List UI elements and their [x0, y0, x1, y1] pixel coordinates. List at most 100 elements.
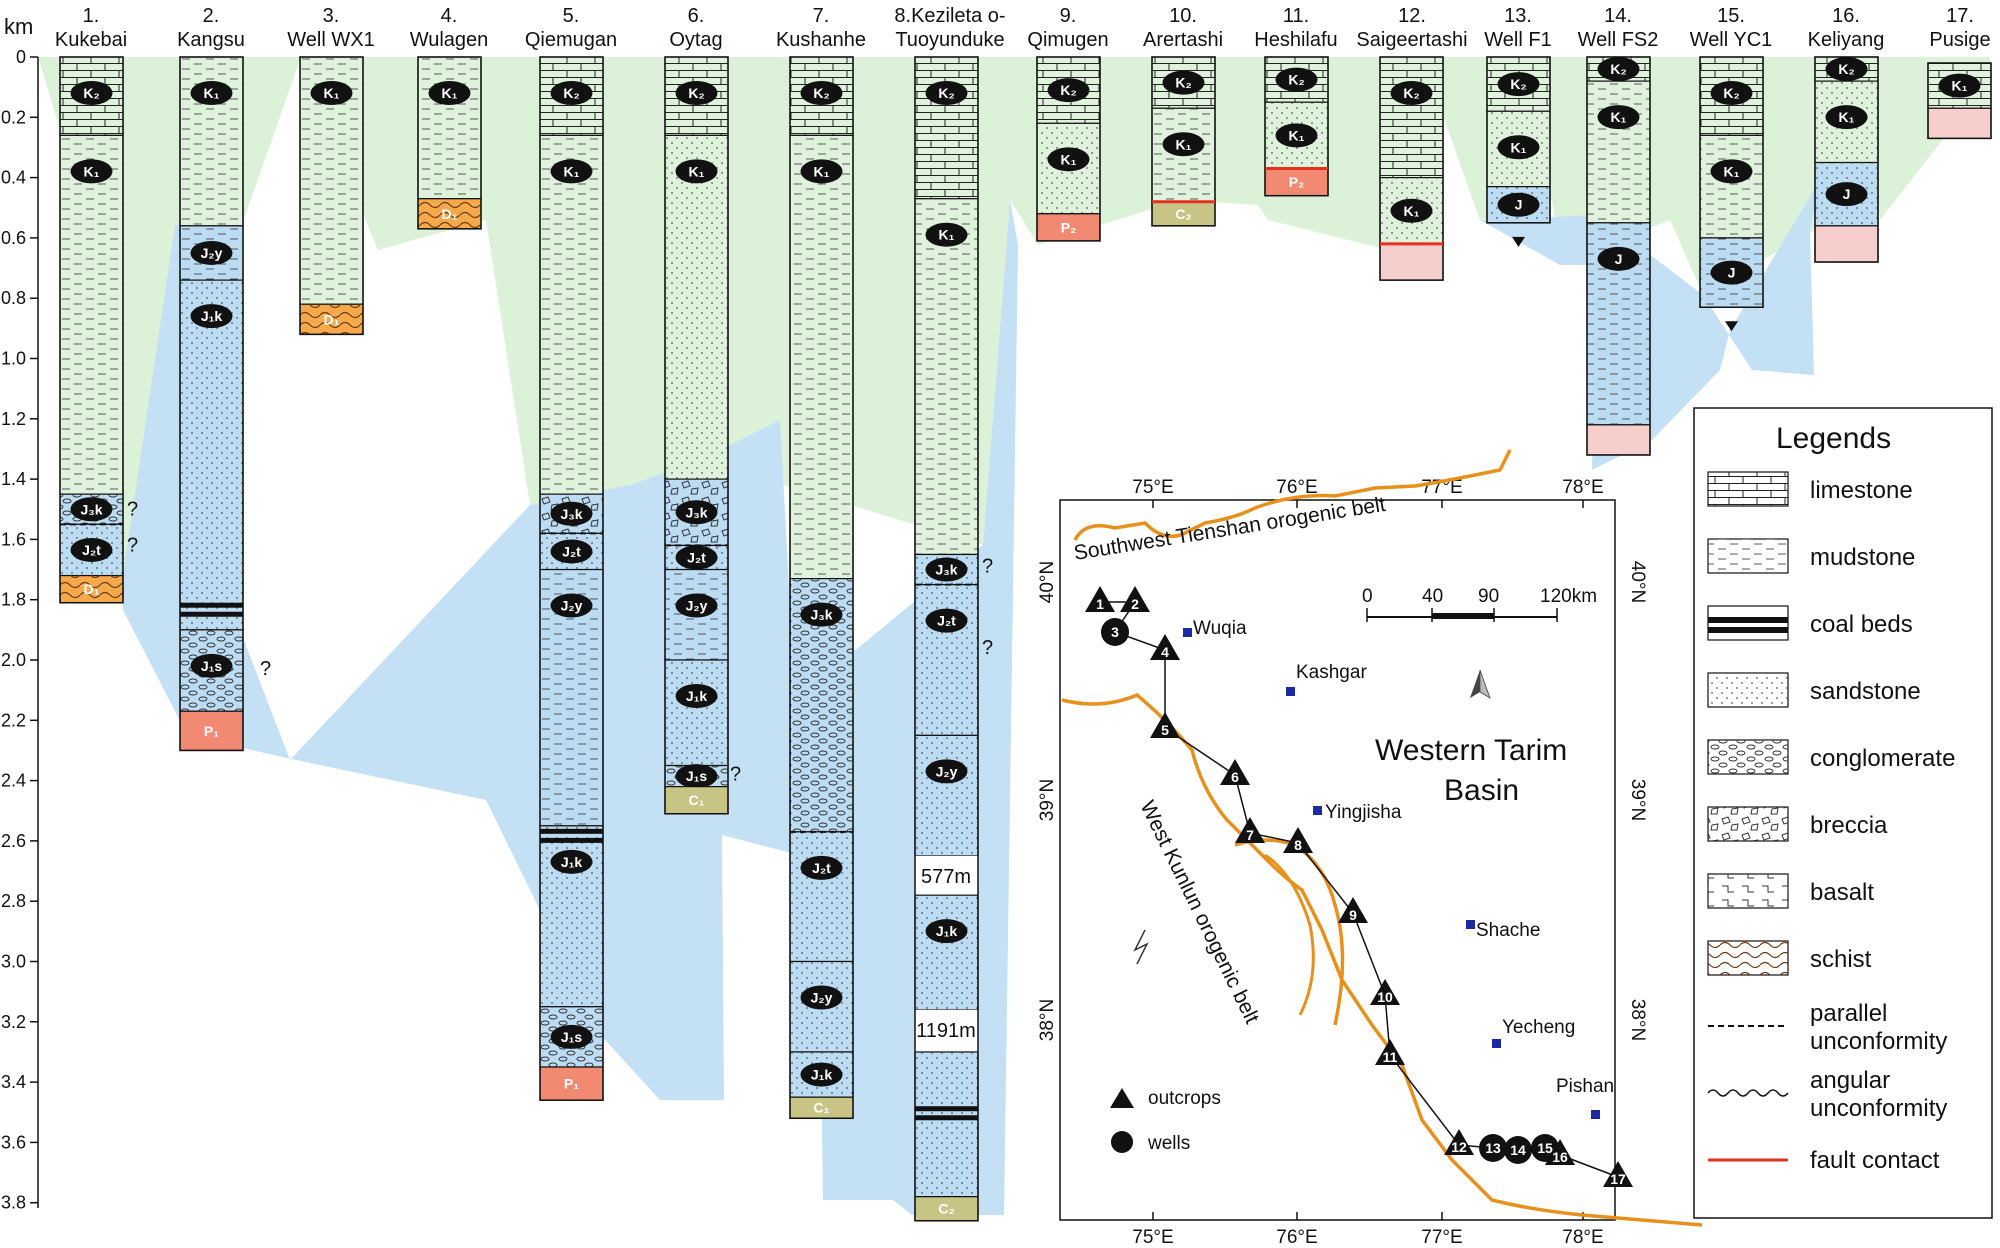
- unit-label-J3k: J₃k: [810, 607, 832, 623]
- uncertainty-mark: ?: [127, 534, 138, 556]
- column-frame: [179, 56, 244, 752]
- unit-label-J: J: [1615, 251, 1623, 267]
- unit-badge: [310, 81, 353, 105]
- column-frame: [789, 56, 854, 1120]
- scale-label-0: 0: [1362, 586, 1373, 607]
- site-number: 7: [1246, 827, 1254, 843]
- unit-label-K2: K₂: [813, 85, 829, 101]
- column-number: 7.: [813, 5, 830, 27]
- legend-item-breccia: breccia: [1707, 806, 1888, 842]
- legend-swatch-coal: [1708, 617, 1788, 623]
- column-frame: [664, 56, 729, 815]
- unit-badge: [1162, 70, 1205, 95]
- unit-label-J: J: [1515, 197, 1523, 213]
- stratum-pattern: [60, 575, 123, 603]
- unit-label-J3k: J₃k: [935, 562, 957, 578]
- legend-item-sandstone: sandstone: [1707, 672, 1921, 708]
- column-frame: [1699, 56, 1764, 308]
- site-number: 14: [1510, 1142, 1526, 1158]
- uncertainty-mark: ?: [260, 658, 271, 680]
- legend-label: breccia: [1810, 812, 1888, 839]
- lon-label-bottom: 75°E: [1132, 1227, 1173, 1248]
- map-site-12: 12: [1444, 1129, 1474, 1155]
- unit-label-J1s: J₁s: [201, 658, 223, 674]
- axis-tick-label: 3.0: [1, 952, 26, 972]
- site-number: 4: [1161, 644, 1169, 660]
- site-number: 15: [1537, 1140, 1553, 1156]
- outcrop-marker-icon: [1283, 827, 1313, 853]
- column-frame: [417, 56, 482, 230]
- column-name: Qimugen: [1027, 29, 1108, 51]
- well-marker-icon: [1504, 1136, 1532, 1164]
- unit-badge: [925, 557, 968, 582]
- column-name: Heshilafu: [1254, 29, 1337, 51]
- unit-label-C2: C₂: [938, 1201, 954, 1217]
- unit-label-K2: K₂: [1060, 82, 1076, 98]
- stratum-pattern: [915, 735, 978, 856]
- unit-label-K2: K₂: [1175, 75, 1191, 91]
- unit-badge: [1162, 132, 1205, 157]
- stratum-pattern: [418, 198, 481, 229]
- axis-tick-label: 0.8: [1, 288, 26, 308]
- well-bottom-arrow-icon: [1725, 321, 1738, 332]
- column-name: Pusige: [1929, 29, 1990, 51]
- outcrop-marker-icon: [1085, 586, 1115, 612]
- axis-tick-label: 1.4: [1, 469, 26, 489]
- legend-swatch-wavy: [1707, 1089, 1789, 1097]
- column-name: Keliyang: [1808, 29, 1885, 51]
- unit-label-K1: K₁: [1839, 109, 1855, 125]
- map-site-11: 11: [1375, 1039, 1405, 1065]
- unit-badge: [800, 1062, 843, 1087]
- column-number: 11.: [1283, 5, 1309, 27]
- lon-label-bottom: 77°E: [1421, 1227, 1462, 1248]
- unit-badge: [1710, 260, 1753, 285]
- unit-label-K2: K₂: [938, 85, 954, 101]
- town-yecheng: Yecheng: [1492, 1017, 1575, 1048]
- unit-label-K1: K₁: [939, 227, 955, 243]
- lat-label-right: 40°N: [1627, 561, 1648, 603]
- unit-label-K1: K₁: [1176, 136, 1192, 152]
- stratigraphic-columns: K₂K₁J₃kJ₂tD₁K₁J₂yJ₁kJ₁sP₁K₁D₁K₁D₁K₂K₁J₃k…: [59, 56, 1992, 1222]
- gap-label-577m: 577m: [921, 866, 971, 888]
- unit-label-J1k: J₁k: [201, 308, 223, 324]
- stratum: [1586, 424, 1651, 456]
- column-header-1: 1.Kukebai: [55, 5, 127, 51]
- well-marker-icon: [1101, 618, 1129, 646]
- column-number: 8.Kezileta o-: [894, 5, 1005, 27]
- town-kashgar: Kashgar: [1286, 662, 1367, 696]
- outcrop-marker-icon: [1444, 1129, 1474, 1155]
- unit-badge: [800, 985, 843, 1010]
- unit-label-C2: C₂: [1175, 206, 1191, 222]
- site-number: 6: [1231, 769, 1239, 785]
- column-name: Well FS2: [1578, 29, 1659, 51]
- axis-tick-label: 2.8: [1, 891, 26, 911]
- stratum-pattern: [1587, 81, 1650, 223]
- site-number: 3: [1111, 624, 1119, 640]
- unit-label-P2: P₂: [1061, 219, 1077, 235]
- unit-badge: [1825, 105, 1868, 130]
- legend-label: schist: [1810, 946, 1872, 973]
- axis-tick-label: 0.6: [1, 228, 26, 248]
- unit-badge: [1390, 198, 1433, 223]
- site-number: 1: [1096, 596, 1104, 612]
- stratum-pattern: [1380, 57, 1443, 178]
- stratum-pattern: [915, 198, 978, 555]
- unit-badge: [1710, 159, 1753, 184]
- site-number: 13: [1485, 1140, 1501, 1156]
- site-number: 17: [1610, 1171, 1626, 1187]
- unit-label-K2: K₂: [1403, 85, 1419, 101]
- unit-badge: [800, 602, 843, 627]
- uncertainty-mark: ?: [982, 637, 993, 659]
- column-number: 15.: [1717, 5, 1745, 27]
- column-frame: [1264, 56, 1329, 197]
- axis-tick-label: 1.0: [1, 349, 26, 369]
- map-site-2: 2: [1120, 586, 1150, 612]
- coal-bed: [180, 611, 243, 617]
- unit-badge: [1597, 246, 1640, 271]
